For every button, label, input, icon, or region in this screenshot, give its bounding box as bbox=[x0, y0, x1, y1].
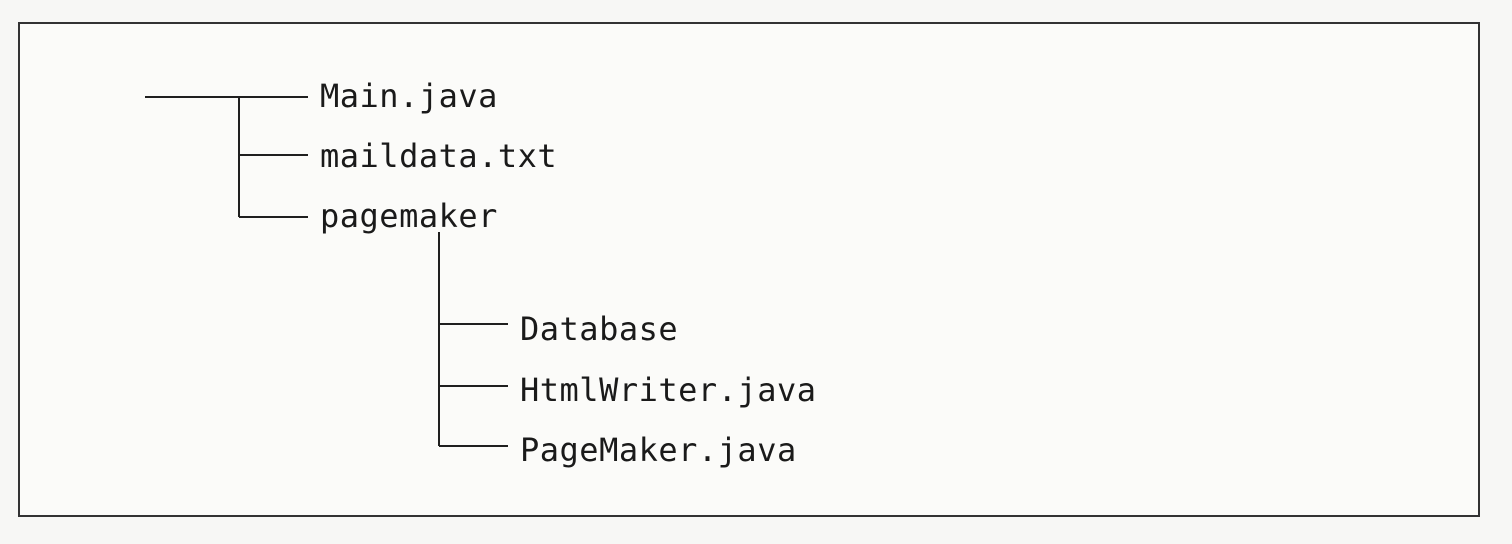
folder-pagemaker: pagemaker bbox=[320, 197, 498, 235]
diagram-frame bbox=[18, 22, 1480, 517]
file-maildata-txt: maildata.txt bbox=[320, 137, 558, 175]
file-database: Database bbox=[520, 310, 679, 348]
file-pagemaker-java: PageMaker.java bbox=[520, 431, 797, 469]
file-main-java: Main.java bbox=[320, 77, 498, 115]
file-htmlwriter-java: HtmlWriter.java bbox=[520, 371, 817, 409]
